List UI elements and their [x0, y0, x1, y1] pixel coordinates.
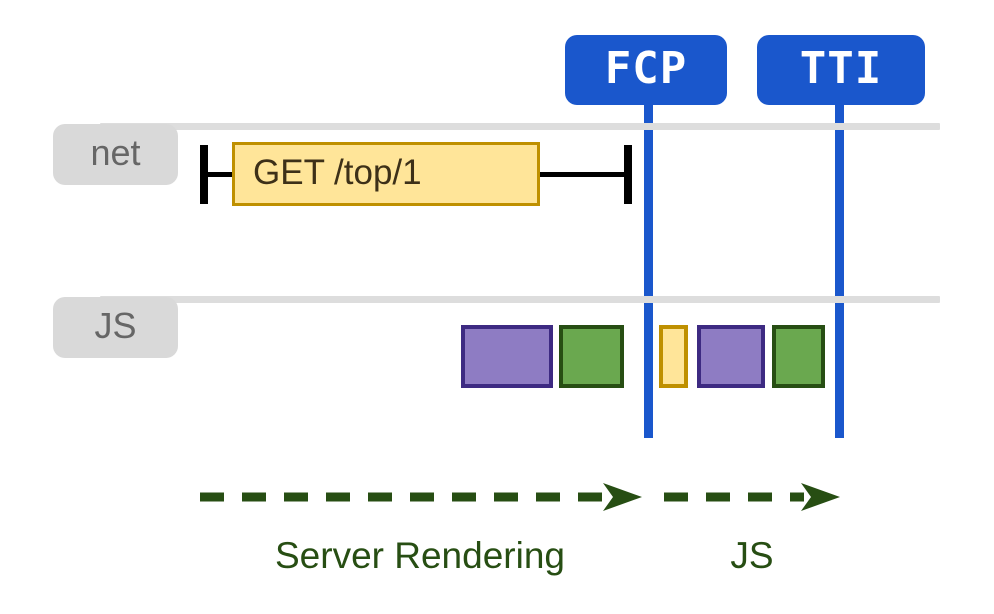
marker-line-fcp — [644, 100, 653, 438]
marker-badge-fcp[interactable]: FCP — [565, 35, 727, 105]
phase-arrow-js — [664, 483, 840, 511]
track-label-js: JS — [94, 304, 137, 346]
js-task-block[interactable] — [697, 325, 765, 388]
marker-line-tti — [835, 100, 844, 438]
marker-badge-tti[interactable]: TTI — [757, 35, 925, 105]
request-whisker-left-stem — [206, 172, 234, 177]
phase-arrow-server-rendering — [200, 483, 642, 511]
phase-caption-server-rendering: Server Rendering — [275, 535, 565, 576]
marker-label-tti: TTI — [799, 42, 883, 94]
track-chip-js: JS — [53, 297, 178, 358]
request-whisker-left-cap — [200, 145, 208, 204]
phase-caption-js: JS — [730, 535, 774, 576]
js-task-block[interactable] — [461, 325, 553, 388]
js-task-block[interactable] — [559, 325, 624, 388]
network-request-get-top-1[interactable]: GET /top/1 — [232, 142, 540, 206]
phase-arrow-head — [801, 483, 840, 511]
request-whisker-right-stem — [534, 172, 628, 177]
phase-arrow-head — [603, 483, 642, 511]
js-task-block[interactable] — [772, 325, 825, 388]
js-task-block[interactable] — [659, 325, 688, 388]
marker-label-fcp: FCP — [604, 42, 688, 94]
network-request-label: GET /top/1 — [253, 152, 422, 192]
request-whisker-right-cap — [624, 145, 632, 204]
track-rail-net — [100, 123, 940, 130]
track-chip-net: net — [53, 124, 178, 185]
track-label-net: net — [90, 131, 141, 173]
track-rail-js — [100, 296, 940, 303]
